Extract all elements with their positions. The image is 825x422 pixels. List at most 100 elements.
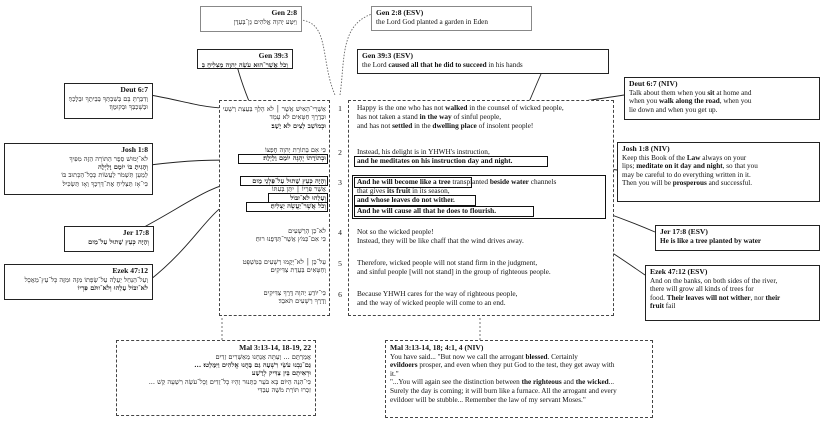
- psalm-english-2b: and he meditates on his instruction day …: [357, 156, 513, 165]
- psalm-english-4a: Not so the wicked people!: [357, 227, 434, 236]
- psalm-hebrew-3d: וְכֹל אֲשֶׁר־יַעֲשֶׂה יַצְלִיחַ׃: [270, 202, 326, 211]
- psalm-english-2a: Instead, his delight is in YHWH's instru…: [357, 147, 490, 156]
- psalm-hebrew-stanza-3: וְהָיָה כְּעֵץ שָׁתוּל עַל־פַּלְגֵי מָיִ…: [223, 177, 326, 211]
- psalm-hebrew-column: אַשְׁרֵי־הָאִישׁ אֲשֶׁר ׀ לֹא הָלַךְ בַּ…: [219, 100, 330, 316]
- psalm-hebrew-3c: וְעָלֵהוּ לֹא־יִבּוֹל: [290, 193, 326, 202]
- mal-english-line1: You have said... "But now we call the ar…: [390, 352, 578, 361]
- ezek4712-english-line2: there will grow all kinds of trees for: [650, 285, 754, 294]
- psalm-hebrew-2a: כִּי אִם בְּתוֹרַת יְהוָה חֶפְצוֹ: [264, 146, 326, 154]
- gen28-hebrew-ref: Gen 2:8: [271, 8, 297, 17]
- psalm-english-1b: has not taken a stand in the way of sinf…: [357, 112, 502, 121]
- gen28-hebrew-box: Gen 2:8 וַיִּטַּע יְהוָה אֱלֹהִים גַּן־ב…: [200, 6, 302, 32]
- jer178-english-ref: Jer 17:8 (ESV): [660, 227, 708, 236]
- psalm-hebrew-stanza-6: כִּי־יוֹדֵעַ יְהוָה דֶּרֶךְ צַדִּיקִים ו…: [223, 289, 326, 306]
- jer178-hebrew-ref: Jer 17:8: [122, 228, 149, 237]
- psalm-hebrew-4b: כִּי אִם־כַּמֹּץ אֲשֶׁר־תִּדְּפֶנּוּ רוּ…: [255, 235, 326, 244]
- mal-hebrew-line4: כִּי־הִנֵּה הַיּוֹם בָּא בֹּעֵר כַּתַּנּ…: [148, 377, 311, 386]
- ezek4712-hebrew-ref: Ezek 47:12: [112, 266, 148, 275]
- psalm-english-6a: Because YHWH cares for the way of righte…: [357, 289, 518, 298]
- ezek4712-english-box: Ezek 47:12 (ESV) And on the banks, on bo…: [645, 265, 820, 321]
- jer178-hebrew-text: וְהָיָה כְּעֵץ שָׁתוּל עַל־מַיִם: [88, 237, 149, 246]
- psalm-hebrew-stanza-5: עַל־כֵּן ׀ לֹא־יָקֻמוּ רְשָׁעִים בַּמִּש…: [223, 258, 326, 275]
- gen393-english-text: the Lord caused all that he did to succe…: [362, 60, 523, 69]
- mal-english-line4: "...You will again see the distinction b…: [390, 378, 615, 387]
- ezek4712-hebrew-line2: לֹא־יִבּוֹל עָלֵהוּ וְלֹא־יִתֹּם פִּרְיו…: [77, 284, 148, 292]
- deut67-english-line2: when you walk along the road, when you: [629, 97, 752, 106]
- psalm-hebrew-1c: וּבְמוֹשַׁב לֵצִים לֹא יָשָׁב׃: [271, 121, 326, 130]
- josh18-hebrew-line3: לְמַעַן תִּשְׁמֹר לַעֲשׂוֹת כְּכָל־הַכָּ…: [61, 171, 148, 180]
- deut67-hebrew-line1: וְדִבַּרְתָּ בָּם בְּשִׁבְתְּךָ בְּבֵיתֶ…: [69, 94, 148, 103]
- josh18-hebrew-line2: וְהָגִיתָ בּוֹ יוֹמָם וָלַיְלָה: [98, 163, 148, 171]
- psalm-english-4b: Instead, they will be like chaff that th…: [357, 236, 524, 245]
- deut67-hebrew-ref: Deut 6:7: [120, 85, 148, 94]
- josh18-english-line3: may be careful to do everything written …: [622, 170, 751, 179]
- verse-number-1: 1: [338, 104, 342, 113]
- connector-deut-heb: [149, 94, 223, 109]
- gen393-hebrew-text: וְכֹל אֲשֶׁר־הוּא עֹשֶׂה יְהוָה מַצְלִיח…: [202, 60, 288, 69]
- ezek4712-english-line3: food. Their leaves will not wither, nor …: [650, 293, 781, 302]
- josh18-hebrew-box: Josh 1:8 לֹא־יָמוּשׁ סֵפֶר הַתּוֹרָה הַז…: [4, 143, 153, 195]
- gen28-english-box: Gen 2:8 (ESV) the Lord God planted a gar…: [371, 6, 532, 31]
- josh18-english-line4: Then you will be prosperous and successf…: [622, 179, 753, 188]
- deut67-hebrew-box: Deut 6:7 וְדִבַּרְתָּ בָּם בְּשִׁבְתְּךָ…: [64, 83, 153, 119]
- mal-english-ref: Mal 3:13-14, 18; 4:1, 4 (NIV): [390, 343, 484, 352]
- ezek4712-english-line4: fruit fail: [650, 302, 676, 311]
- jer178-english-box: Jer 17:8 (ESV) He is like a tree planted…: [655, 225, 820, 251]
- psalm-hebrew-stanza-1: אַשְׁרֵי־הָאִישׁ אֲשֶׁר ׀ לֹא הָלַךְ בַּ…: [223, 105, 326, 130]
- psalm-hebrew-stanza-2: כִּי אִם בְּתוֹרַת יְהוָה חֶפְצוֹ וּבְתו…: [223, 146, 326, 163]
- gen28-english-text: the Lord God planted a garden in Eden: [376, 17, 488, 26]
- mal-english-box: Mal 3:13-14, 18; 4:1, 4 (NIV) You have s…: [385, 340, 653, 418]
- ezek4712-english-line1: And on the banks, on both sides of the r…: [650, 276, 778, 285]
- mal-hebrew-line2: גַּם־נִבְנוּ עֹשֵׂי רִשְׁעָה גַּם בָּחֲנ…: [194, 361, 311, 369]
- psalm-english-3b: that gives its fruit in its season,: [357, 186, 450, 195]
- josh18-hebrew-line1: לֹא־יָמוּשׁ סֵפֶר הַתּוֹרָה הַזֶּה מִפִּ…: [69, 154, 148, 163]
- psalm-hebrew-6b: וְדֶרֶךְ רְשָׁעִים תֹּאבֵד׃: [278, 297, 326, 306]
- mal-english-line3: it.": [390, 369, 399, 378]
- deut67-english-line1: Talk about them when you sit at home and: [629, 88, 752, 97]
- ezek4712-hebrew-box: Ezek 47:12 וְעַל־הַנַּחַל יַעֲלֶה עַל־שְ…: [4, 264, 153, 300]
- psalm-english-3a: And he will become like a tree transplan…: [357, 177, 557, 186]
- gen28-english-ref: Gen 2:8 (ESV): [376, 8, 424, 17]
- deut67-english-ref: Deut 6:7 (NIV): [629, 79, 678, 88]
- psalm-hebrew-3b: אֲשֶׁר פִּרְיוֹ ׀ יִתֵּן בְּעִתּוֹ: [271, 185, 326, 194]
- psalm-hebrew-stanza-4: לֹא־כֵן הָרְשָׁעִים כִּי אִם־כַּמֹּץ אֲש…: [223, 227, 326, 244]
- psalm-english-1a: Happy is the one who has not walked in t…: [357, 103, 564, 112]
- verse-number-2: 2: [338, 148, 342, 157]
- josh18-english-line1: Keep this Book of the Law always on your: [622, 153, 747, 162]
- psalm-hebrew-5a: עַל־כֵּן ׀ לֹא־יָקֻמוּ רְשָׁעִים בַּמִּש…: [242, 258, 326, 266]
- ezek4712-english-ref: Ezek 47:12 (ESV): [650, 267, 708, 276]
- connector-gen28: [299, 13, 373, 96]
- josh18-hebrew-line4: כִּי־אָז תַּצְלִיחַ אֶת־דְּרָכֶךָ וְאָז …: [62, 179, 148, 188]
- mal-hebrew-ref: Mal 3:13-14, 18-19, 22: [239, 343, 311, 352]
- mal-english-line5: Surely the day is coming; it will burn l…: [390, 386, 617, 395]
- psalm-hebrew-3a: וְהָיָה כְּעֵץ שָׁתוּל עַל־פַּלְגֵי מָיִ…: [252, 177, 326, 185]
- mal-hebrew-line3: וּרְאִיתֶם בֵּין צַדִּיק לְרָשָׁע: [251, 369, 311, 378]
- psalm-english-6b: and the way of wicked people will come t…: [357, 298, 506, 307]
- mal-english-line2: evildoers prosper, and even when they pu…: [390, 361, 615, 370]
- deut67-english-line3: lie down and when you get up.: [629, 105, 718, 114]
- psalm-hebrew-4a: לֹא־כֵן הָרְשָׁעִים: [288, 227, 326, 235]
- deut67-english-box: Deut 6:7 (NIV) Talk about them when you …: [624, 77, 820, 120]
- gen28-hebrew-text: וַיִּטַּע יְהוָה אֱלֹהִים גַּן־בְּעֵדֶן: [233, 17, 297, 26]
- psalm-hebrew-2b: וּבְתוֹרָתוֹ יֶהְגֶּה יוֹמָם וָלָיְלָה׃: [263, 154, 326, 163]
- mal-hebrew-line5: זִכְרוּ תּוֹרַת מֹשֶׁה עַבְדִּי: [257, 386, 311, 395]
- josh18-english-box: Josh 1:8 (NIV) Keep this Book of the Law…: [617, 142, 820, 202]
- josh18-hebrew-ref: Josh 1:8: [121, 145, 148, 154]
- ezek4712-hebrew-line1: וְעַל־הַנַּחַל יַעֲלֶה עַל־שְׂפָתוֹ מִזֶ…: [24, 275, 148, 284]
- jer178-english-text: He is like a tree planted by water: [660, 236, 762, 245]
- mal-hebrew-box: Mal 3:13-14, 18-19, 22 אֲמַרְתֶּם ... וְ…: [116, 340, 316, 416]
- mal-english-line6: evildoer will be stubble... Remember the…: [390, 395, 586, 404]
- verse-number-6: 6: [338, 290, 342, 299]
- psalm-hebrew-1a: אַשְׁרֵי־הָאִישׁ אֲשֶׁר ׀ לֹא הָלַךְ בַּ…: [223, 105, 326, 113]
- verse-number-4: 4: [338, 228, 342, 237]
- jer178-hebrew-box: Jer 17:8 וְהָיָה כְּעֵץ שָׁתוּל עַל־מַיִ…: [64, 226, 154, 252]
- psalm-hebrew-6a: כִּי־יוֹדֵעַ יְהוָה דֶּרֶךְ צַדִּיקִים: [263, 289, 326, 297]
- verse-number-5: 5: [338, 259, 342, 268]
- deut67-hebrew-line2: וּבְשָׁכְבְּךָ וּבְקוּמֶךָ׃: [109, 103, 149, 111]
- psalm-english-3c: and whose leaves do not wither.: [357, 195, 455, 204]
- psalm-english-1c: and has not settled in the dwelling plac…: [357, 121, 534, 130]
- psalm-english-column: [348, 100, 614, 316]
- verse-number-3: 3: [338, 178, 342, 187]
- gen393-hebrew-ref: Gen 39:3: [258, 51, 288, 60]
- josh18-english-ref: Josh 1:8 (NIV): [622, 144, 670, 153]
